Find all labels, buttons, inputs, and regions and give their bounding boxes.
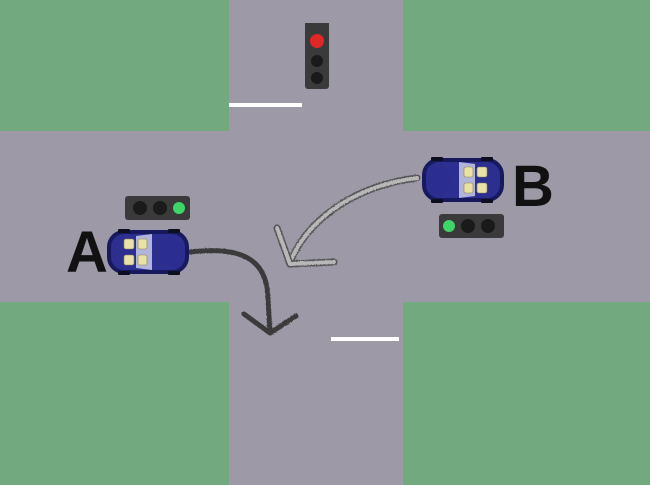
light-red-on [310, 34, 324, 48]
light-off-2 [481, 219, 495, 233]
grass-top-right [403, 0, 650, 131]
light-green-on [443, 220, 455, 232]
car-icon [107, 228, 189, 276]
vehicle-b [422, 156, 504, 204]
grass-bottom-left [0, 302, 229, 485]
light-off-1 [133, 201, 147, 215]
vehicle-label-a: A [66, 220, 108, 285]
grass-top-left [0, 0, 229, 131]
light-green-on [173, 202, 185, 214]
path-arrow-a [187, 248, 299, 336]
curved-arrow-icon [187, 248, 273, 335]
traffic-light-for-a [125, 196, 190, 220]
path-arrow-b [273, 174, 421, 268]
lane-marking-south [331, 337, 399, 341]
light-off-2 [153, 201, 167, 215]
light-green-off [311, 72, 323, 84]
traffic-light-for-b [439, 214, 504, 238]
car-icon [422, 156, 504, 204]
traffic-light-north [305, 23, 329, 89]
light-amber-off [311, 55, 323, 67]
light-off-1 [461, 219, 475, 233]
lane-marking-north [229, 103, 302, 107]
vehicle-label-b: B [512, 154, 554, 219]
vehicle-a [107, 228, 189, 276]
grass-bottom-right [403, 302, 650, 485]
